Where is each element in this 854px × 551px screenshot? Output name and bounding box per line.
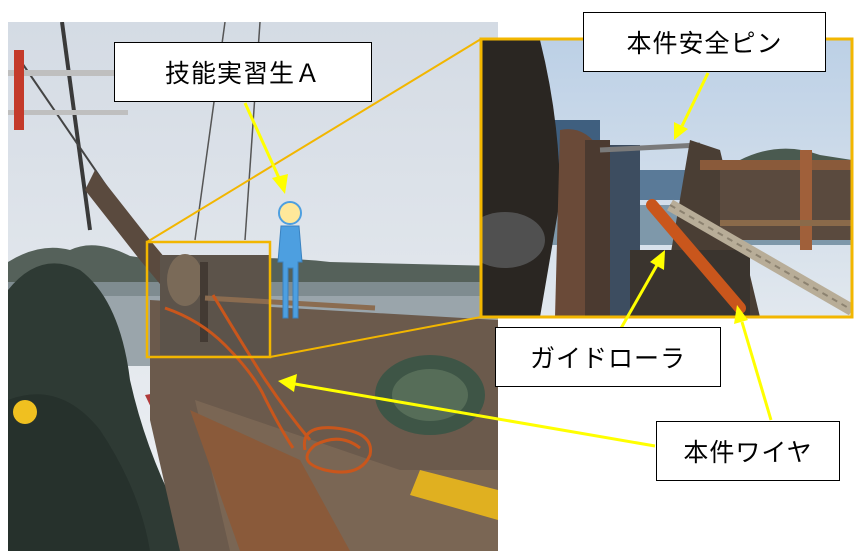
label-trainee: 技能実習生Ａ: [114, 42, 372, 102]
label-safety-pin: 本件安全ピン: [583, 12, 826, 72]
trainee-figure: [277, 201, 303, 319]
arrow-trainee: [243, 102, 288, 194]
wire-highlight: [646, 199, 746, 314]
arrow-guide-roller: [618, 250, 665, 331]
arrow-wire-main: [278, 374, 656, 448]
highlight-frame: [145, 240, 272, 359]
wire-drawing: [164, 306, 295, 449]
inset-photo: [481, 39, 852, 317]
label-wire: 本件ワイヤ: [656, 421, 840, 481]
main-photo: [8, 22, 498, 551]
label-guide-roller: ガイドローラ: [495, 327, 721, 387]
wire-coil: [302, 426, 373, 474]
arrow-safety-pin: [674, 72, 710, 140]
arrow-wire-inset: [734, 305, 773, 421]
